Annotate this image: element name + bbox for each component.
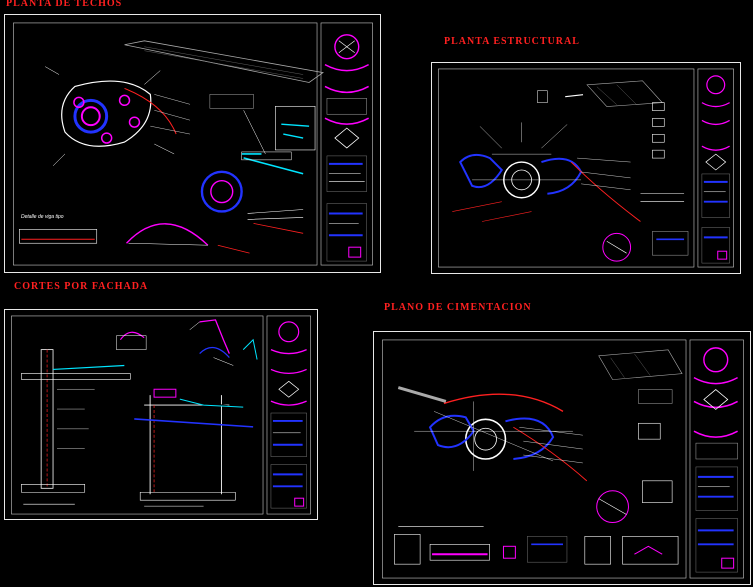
drawing-cortes-fachada (11, 315, 311, 515)
sheet-title-planta-techos: PLANTA DE TECHOS (6, 0, 123, 9)
sheet-cortes-fachada[interactable] (4, 309, 318, 520)
caption-detalle-viga: Detalle de viga tipo (21, 214, 64, 220)
sheet-planta-techos[interactable]: Detalle de viga tipo (4, 14, 381, 273)
sheet-planta-estructural[interactable] (431, 62, 741, 274)
sheet-title-plano-cimentacion: PLANO DE CIMENTACION (384, 302, 532, 313)
drawing-planta-estructural (438, 68, 734, 268)
drawing-planta-techos (13, 22, 373, 266)
sheet-title-planta-estructural: PLANTA ESTRUCTURAL (444, 36, 580, 47)
sheet-plano-cimentacion[interactable] (373, 331, 751, 585)
sheet-title-cortes-fachada: CORTES POR FACHADA (14, 281, 149, 292)
drawing-plano-cimentacion (382, 339, 744, 579)
